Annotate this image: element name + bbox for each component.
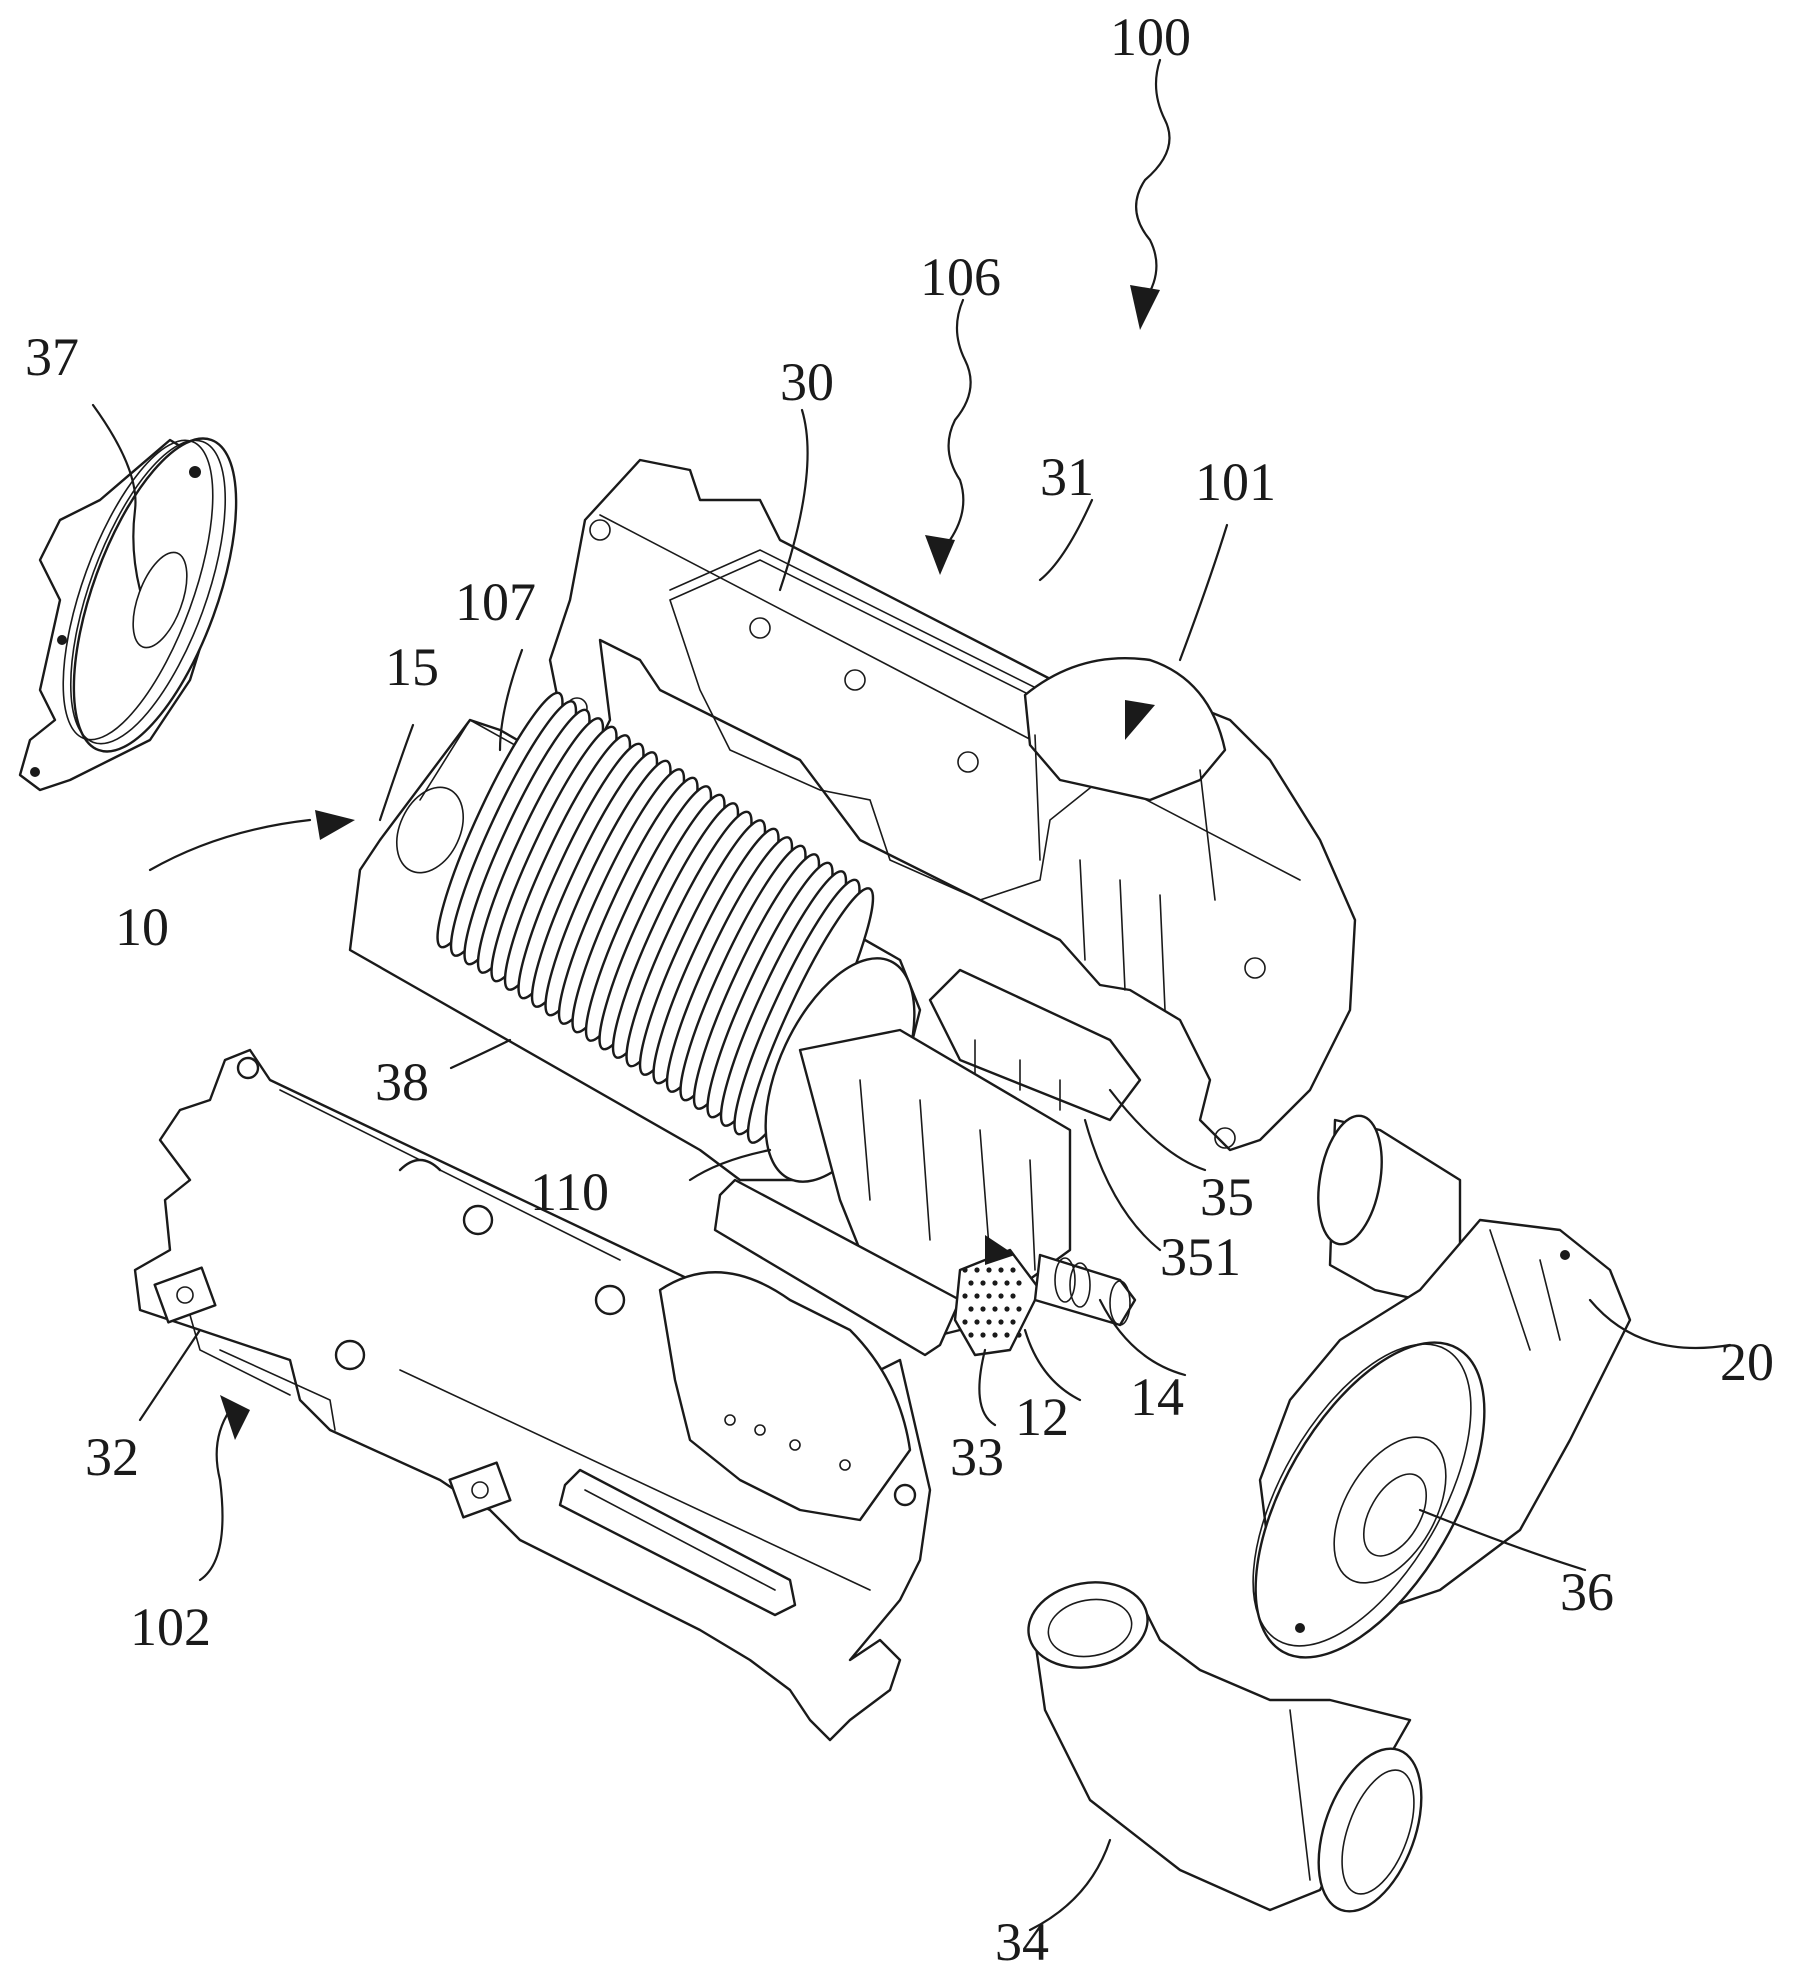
arrow-106 xyxy=(925,535,955,575)
label-10: 10 xyxy=(115,897,169,957)
lower-housing-102 xyxy=(133,1048,932,1742)
label-106: 106 xyxy=(920,247,1001,307)
label-100: 100 xyxy=(1110,7,1191,67)
label-110: 110 xyxy=(530,1162,609,1222)
arrow-10 xyxy=(315,810,355,840)
mesh-screen-12 xyxy=(962,1267,1022,1338)
end-cap-37 xyxy=(18,437,238,792)
mesh-hole xyxy=(974,1319,980,1325)
arrowheads xyxy=(220,285,1160,1440)
arrow-101 xyxy=(1125,700,1155,740)
mesh-hole xyxy=(998,1319,1004,1325)
mesh-hole xyxy=(992,1280,998,1286)
label-32: 32 xyxy=(85,1427,139,1487)
label-20: 20 xyxy=(1720,1332,1774,1392)
arrow-shaft xyxy=(985,1235,1015,1265)
arrow-102 xyxy=(220,1395,250,1440)
mesh-hole xyxy=(974,1267,980,1273)
label-30: 30 xyxy=(780,352,834,412)
upper-housing-30 xyxy=(548,458,1357,1152)
elbow-duct-34 xyxy=(1027,1581,1423,1913)
label-101: 101 xyxy=(1195,452,1276,512)
leader-lines xyxy=(91,58,1732,1932)
mesh-hole xyxy=(1004,1332,1010,1338)
mesh-hole xyxy=(1004,1306,1010,1312)
label-12: 12 xyxy=(1015,1387,1069,1447)
mesh-hole xyxy=(992,1332,998,1338)
mesh-hole xyxy=(998,1293,1004,1299)
mesh-hole xyxy=(974,1293,980,1299)
motor-assembly-20 xyxy=(1252,1114,1632,1659)
core-assembly-10 xyxy=(348,691,1137,1357)
mesh-hole xyxy=(968,1280,974,1286)
mesh-hole xyxy=(1016,1332,1022,1338)
mesh-hole xyxy=(968,1332,974,1338)
mesh-hole xyxy=(986,1293,992,1299)
mesh-hole xyxy=(980,1332,986,1338)
label-36: 36 xyxy=(1560,1562,1614,1622)
mesh-hole xyxy=(1016,1306,1022,1312)
mesh-hole xyxy=(992,1306,998,1312)
label-34: 34 xyxy=(995,1912,1049,1972)
mesh-hole xyxy=(986,1267,992,1273)
mesh-hole xyxy=(968,1306,974,1312)
mesh-hole xyxy=(1016,1280,1022,1286)
label-33: 33 xyxy=(950,1427,1004,1487)
label-107: 107 xyxy=(455,572,536,632)
mesh-hole xyxy=(986,1319,992,1325)
mesh-hole xyxy=(1010,1319,1016,1325)
label-14: 14 xyxy=(1130,1367,1184,1427)
mesh-hole xyxy=(1004,1280,1010,1286)
mesh-hole xyxy=(1010,1293,1016,1299)
mesh-hole xyxy=(962,1293,968,1299)
label-37: 37 xyxy=(25,327,79,387)
mesh-hole xyxy=(962,1319,968,1325)
label-35: 35 xyxy=(1200,1167,1254,1227)
mesh-hole xyxy=(980,1306,986,1312)
cooling-fins-38 xyxy=(436,691,875,1144)
label-31: 31 xyxy=(1040,447,1094,507)
mesh-hole xyxy=(1010,1267,1016,1273)
reference-labels: 100 106 30 31 101 37 107 15 10 38 110 35… xyxy=(25,7,1774,1972)
label-102: 102 xyxy=(130,1597,211,1657)
mesh-hole xyxy=(998,1267,1004,1273)
arrow-100 xyxy=(1130,285,1160,330)
label-351: 351 xyxy=(1160,1227,1241,1287)
mesh-hole xyxy=(962,1267,968,1273)
label-15: 15 xyxy=(385,637,439,697)
mesh-hole xyxy=(980,1280,986,1286)
label-38: 38 xyxy=(375,1052,429,1112)
